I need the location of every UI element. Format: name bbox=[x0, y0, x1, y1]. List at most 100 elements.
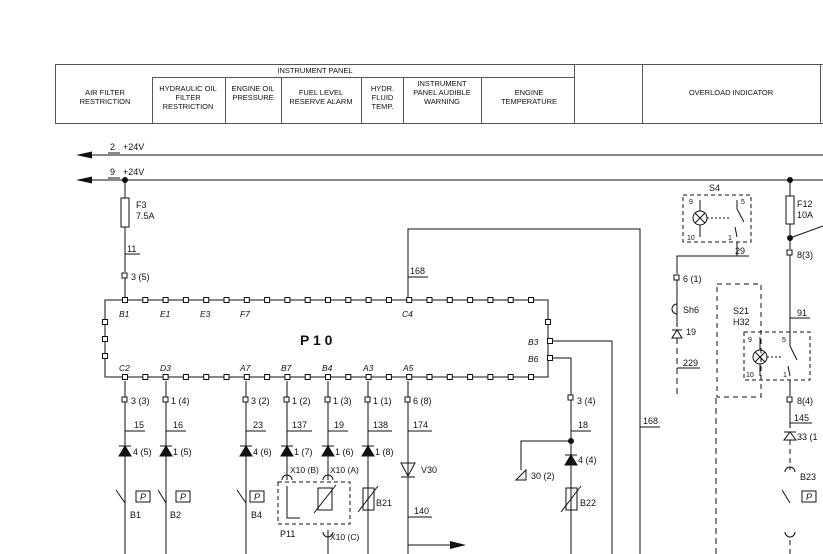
header-divider bbox=[281, 77, 282, 123]
pin-label: B6 bbox=[528, 354, 539, 364]
relay-pin-label: 9 bbox=[748, 337, 752, 344]
pressure-symbol-icon bbox=[135, 490, 151, 503]
relay-s4 bbox=[671, 194, 752, 398]
relay-pin-label: 9 bbox=[689, 199, 693, 206]
header-divider bbox=[361, 77, 362, 123]
fuse-f12 bbox=[785, 195, 795, 225]
component-label: Sh6 bbox=[683, 305, 699, 315]
connector-label: 4 (5) bbox=[133, 447, 152, 457]
connector-label: 1 (3) bbox=[333, 396, 352, 406]
relay-pin-label: 1 bbox=[728, 235, 732, 242]
header-col-audible-warning: INSTRUMENT PANEL AUDIBLE WARNING bbox=[413, 79, 471, 106]
component-label: B2 bbox=[170, 510, 181, 520]
supply-rails bbox=[76, 151, 823, 184]
wire-label: 11 bbox=[127, 244, 136, 254]
component-label: B4 bbox=[251, 510, 262, 520]
pressure-symbol-icon bbox=[249, 490, 265, 503]
connector-label: 1 (7) bbox=[294, 447, 313, 457]
module-pin bbox=[162, 374, 169, 380]
module-pin bbox=[122, 297, 128, 303]
header-divider bbox=[820, 64, 821, 123]
module-pin bbox=[467, 374, 474, 380]
connector-label: 6 (8) bbox=[413, 396, 432, 406]
connector-label: 4 (6) bbox=[253, 447, 272, 457]
relay-pin-label: 1 bbox=[783, 372, 787, 379]
wire-label: 174 bbox=[413, 420, 428, 430]
header-divider bbox=[642, 64, 643, 123]
pressure-symbol-label: P bbox=[180, 492, 186, 502]
pin-label: B3 bbox=[528, 337, 539, 347]
diode-v30 bbox=[400, 462, 416, 478]
connector-label: 6 (1) bbox=[683, 274, 702, 284]
module-pin bbox=[547, 355, 553, 361]
module-pin bbox=[162, 297, 169, 303]
header-col-air-filter: AIR FILTER RESTRICTION bbox=[79, 88, 131, 106]
diode-icon bbox=[400, 462, 416, 478]
wire-label: 168 bbox=[643, 416, 658, 426]
connector-label: 30 (2) bbox=[531, 471, 555, 481]
module-pin bbox=[203, 374, 210, 380]
rail-voltage: +24V bbox=[123, 167, 144, 177]
relay-pin-label: 10 bbox=[687, 235, 695, 242]
diode-icon bbox=[321, 445, 335, 457]
header-divider bbox=[152, 77, 153, 123]
module-pin bbox=[365, 297, 372, 303]
module-pin bbox=[102, 353, 108, 359]
wire-label: 29 bbox=[735, 246, 745, 256]
connector-label: 1 (2) bbox=[292, 396, 311, 406]
component-label: P11 bbox=[280, 529, 295, 539]
header-divider bbox=[574, 64, 575, 123]
diode-icon bbox=[239, 445, 253, 457]
wire-label: 23 bbox=[253, 420, 263, 430]
connector-label: 3 (3) bbox=[131, 396, 150, 406]
diode-icon bbox=[564, 454, 578, 466]
wire-168 bbox=[407, 228, 660, 554]
connector-label: 19 bbox=[686, 327, 696, 337]
rail-arrow-icon bbox=[76, 176, 92, 184]
wire-label: 9 bbox=[110, 167, 115, 177]
pressure-symbol-icon bbox=[801, 490, 817, 503]
wire-label: 137 bbox=[292, 420, 307, 430]
wire-label: 15 bbox=[134, 420, 144, 430]
module-pin bbox=[467, 297, 474, 303]
header-col-hydr-fluid-temp: HYDR. FLUID TEMP. bbox=[370, 84, 395, 111]
pin-label: B7 bbox=[281, 363, 292, 373]
module-pin bbox=[426, 297, 433, 303]
pin-label: E1 bbox=[160, 309, 171, 319]
pin-label: C4 bbox=[402, 309, 413, 319]
pin-label: A5 bbox=[402, 363, 414, 373]
connector-label: 3 (5) bbox=[131, 272, 150, 282]
pressure-symbol-icon bbox=[175, 490, 191, 503]
module-pin bbox=[487, 297, 494, 303]
wire-label: 91 bbox=[797, 308, 807, 318]
relay-pin-label: 5 bbox=[741, 199, 745, 206]
pin-label: F7 bbox=[240, 309, 250, 319]
pressure-symbol-label: P bbox=[254, 492, 260, 502]
module-pin bbox=[365, 374, 372, 380]
connector-label: 8(3) bbox=[797, 250, 813, 260]
component-label: B22 bbox=[580, 498, 596, 508]
branch-wires bbox=[121, 381, 591, 554]
module-pin bbox=[223, 297, 230, 303]
pin-label: B1 bbox=[119, 309, 130, 319]
fuse-label: F3 bbox=[136, 200, 147, 210]
connector-label: 33 (1 bbox=[797, 432, 818, 442]
sensor-b22 bbox=[560, 485, 582, 513]
diode-icon bbox=[118, 445, 132, 457]
arrow-icon bbox=[450, 541, 466, 549]
header-bottom-rule bbox=[55, 123, 823, 124]
wire-label: 2 bbox=[110, 142, 115, 152]
module-pin bbox=[528, 297, 534, 303]
module-pin bbox=[284, 374, 291, 380]
connector-label: X10 (B) bbox=[290, 465, 319, 475]
module-pin bbox=[446, 297, 453, 303]
rail-voltage: +24V bbox=[123, 142, 144, 152]
module-pin bbox=[487, 374, 494, 380]
fuse-f12-branch bbox=[781, 180, 823, 554]
header-group-title: INSTRUMENT PANEL bbox=[277, 66, 353, 75]
module-pin bbox=[325, 374, 331, 380]
connector-label: 1 (8) bbox=[375, 447, 394, 457]
module-pin bbox=[547, 338, 553, 344]
pressure-symbol-label: P bbox=[806, 492, 812, 502]
header-divider bbox=[481, 77, 482, 123]
